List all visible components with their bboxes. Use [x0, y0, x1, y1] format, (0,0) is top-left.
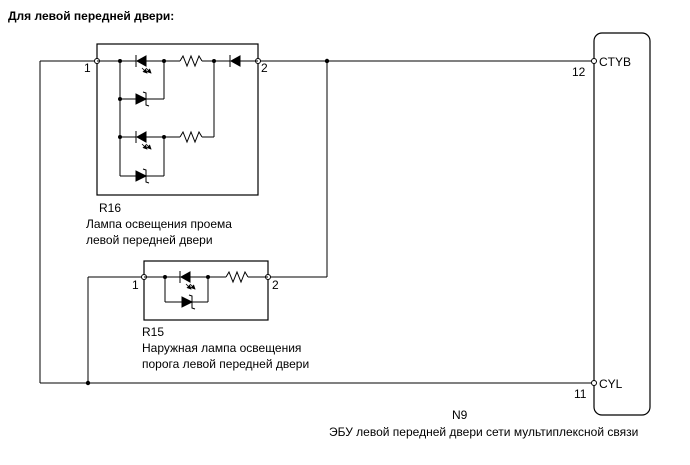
r15-code: R15 — [142, 325, 164, 339]
diagram-title: Для левой передней двери: — [8, 9, 174, 23]
r16-pin-1-label: 1 — [84, 61, 91, 75]
ecu-pin-ctyb — [591, 58, 597, 64]
ecu-cyl-label: CYL — [599, 377, 623, 391]
wires — [39, 60, 594, 384]
ecu-pin-cyl — [591, 380, 597, 386]
ecu-box — [593, 32, 651, 416]
r15-pin-2-label: 2 — [272, 278, 279, 292]
r15-description-line-2: порога левой передней двери — [142, 357, 309, 371]
r16-pin-2-label: 2 — [261, 61, 268, 75]
ecu-code: N9 — [452, 408, 468, 422]
ecu-ctyb-pin: 12 — [572, 65, 586, 79]
r16-description-line-2: левой передней двери — [86, 233, 213, 247]
r15-description-line-1: Наружная лампа освещения — [142, 341, 301, 355]
junction-dot — [324, 58, 330, 64]
r16-description-line-1: Лампа освещения проема — [86, 217, 232, 231]
ecu-cyl-pin: 11 — [574, 387, 587, 401]
r16-code: R16 — [99, 201, 121, 215]
ecu-ctyb-label: CTYB — [599, 55, 631, 69]
r15-lamp — [141, 260, 271, 321]
ecu-description: ЭБУ левой передней двери сети мультиплек… — [329, 425, 638, 439]
junction-dot — [85, 380, 91, 386]
r16-lamp — [94, 43, 261, 196]
r15-pin-1-label: 1 — [132, 278, 139, 292]
